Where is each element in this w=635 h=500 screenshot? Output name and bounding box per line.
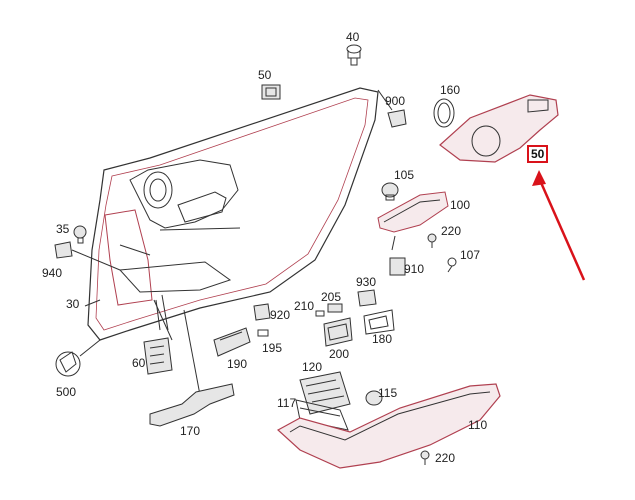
callout-920: 920 bbox=[270, 308, 291, 322]
part-500-clip bbox=[55, 339, 101, 377]
part-940-pad bbox=[54, 241, 121, 271]
callout-220-top: 220 bbox=[441, 224, 462, 238]
part-920-pad bbox=[253, 303, 271, 321]
part-210-connector bbox=[315, 310, 325, 317]
part-107-plug bbox=[447, 257, 457, 273]
part-110-armrest bbox=[276, 383, 501, 469]
part-190-switch-bezel bbox=[213, 327, 251, 357]
part-900-pad bbox=[377, 89, 407, 128]
callout-210: 210 bbox=[294, 299, 315, 313]
part-50-clip bbox=[261, 84, 281, 100]
part-205-switch bbox=[327, 303, 343, 313]
part-105-knob bbox=[381, 182, 399, 201]
callout-190: 190 bbox=[227, 357, 248, 371]
callout-200: 200 bbox=[329, 347, 350, 361]
callout-117: 117 bbox=[277, 396, 297, 410]
callout-910: 910 bbox=[404, 262, 425, 276]
part-910-pad bbox=[389, 235, 406, 276]
part-160-speaker-ring bbox=[433, 98, 455, 128]
part-220-screw-bottom bbox=[420, 450, 430, 465]
callout-105: 105 bbox=[394, 168, 415, 182]
part-120-switch-panel bbox=[299, 371, 351, 415]
callout-107: 107 bbox=[460, 248, 481, 262]
callout-35: 35 bbox=[56, 222, 70, 236]
part-60-window-switch bbox=[143, 294, 173, 375]
callout-220-bottom: 220 bbox=[435, 451, 456, 465]
door-rod bbox=[153, 299, 173, 341]
callout-500: 500 bbox=[56, 385, 77, 399]
callout-900: 900 bbox=[385, 94, 406, 108]
speaker-cover-trim bbox=[439, 94, 559, 163]
callout-100: 100 bbox=[450, 198, 471, 212]
callout-180: 180 bbox=[372, 332, 393, 346]
callout-50-highlighted: 50 bbox=[527, 145, 549, 163]
callout-115: 115 bbox=[378, 386, 398, 400]
part-195-switch bbox=[257, 329, 269, 337]
callout-940: 940 bbox=[42, 266, 63, 280]
callout-40: 40 bbox=[346, 30, 360, 44]
callout-110: 110 bbox=[468, 418, 488, 432]
callout-195: 195 bbox=[262, 341, 283, 355]
callout-930: 930 bbox=[356, 275, 377, 289]
highlight-arrow bbox=[532, 170, 586, 281]
callout-170: 170 bbox=[180, 424, 201, 438]
callout-160: 160 bbox=[440, 83, 461, 97]
callout-60: 60 bbox=[132, 356, 146, 370]
callout-120: 120 bbox=[302, 360, 323, 374]
part-930-pad bbox=[357, 289, 377, 307]
part-115-button bbox=[365, 390, 383, 406]
part-180-pull-cup bbox=[363, 309, 395, 335]
callout-205: 205 bbox=[321, 290, 342, 304]
part-100-handle-trim bbox=[377, 191, 449, 233]
door-rod bbox=[183, 309, 201, 396]
part-220-screw-top bbox=[427, 233, 437, 248]
part-30-leader bbox=[84, 299, 101, 307]
part-40-clip bbox=[346, 44, 362, 66]
part-200-switch-module bbox=[323, 317, 353, 347]
part-35-pin bbox=[73, 225, 87, 244]
callout-30: 30 bbox=[66, 297, 80, 311]
part-170-bracket bbox=[149, 383, 235, 427]
door-trim-panel bbox=[87, 87, 379, 341]
part-117-cover bbox=[295, 399, 349, 431]
callout-50: 50 bbox=[258, 68, 272, 82]
